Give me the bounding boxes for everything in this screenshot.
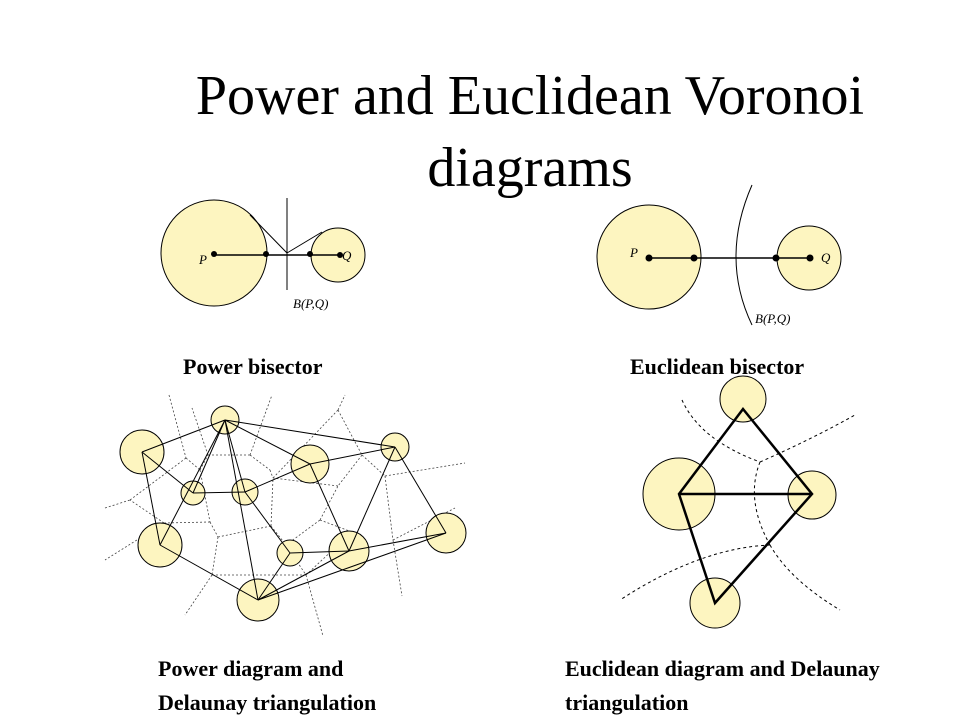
- label-p: P: [198, 252, 207, 267]
- point: [772, 254, 780, 262]
- caption-line: Delaunay triangulation: [158, 690, 377, 715]
- power-diagram-figure: [104, 394, 467, 637]
- euclidean-diagram-figure: [619, 375, 856, 629]
- point-p: [645, 254, 653, 262]
- delaunay-edges: [141, 419, 447, 601]
- tangent-line: [286, 231, 323, 254]
- caption-power-diagram: Power diagram and Delaunay triangulation: [158, 652, 376, 720]
- label-q: Q: [821, 250, 831, 265]
- point-p: [211, 251, 217, 257]
- euclidean-bisector-figure: P Q B(P,Q): [596, 184, 842, 326]
- caption-line: Power diagram and: [158, 656, 344, 681]
- caption-euclidean-diagram: Euclidean diagram and Delaunay triangula…: [565, 652, 880, 720]
- caption-euclidean-bisector: Euclidean bisector: [630, 354, 805, 379]
- point: [263, 251, 269, 257]
- label-q: Q: [342, 248, 352, 263]
- caption-line: Euclidean diagram and Delaunay: [565, 656, 880, 681]
- label-bisector: B(P,Q): [293, 296, 329, 311]
- point: [690, 254, 698, 262]
- bisector-curve: [735, 184, 753, 326]
- caption-power-bisector: Power bisector: [183, 354, 323, 379]
- power-bisector-figure: P Q B(P,Q): [160, 198, 366, 311]
- voronoi-edges: [619, 399, 856, 611]
- point-q: [337, 252, 343, 258]
- point-q: [806, 254, 814, 262]
- caption-line: triangulation: [565, 690, 689, 715]
- slide-title: Power and Euclidean Voronoi diagrams: [195, 65, 865, 199]
- label-bisector: B(P,Q): [755, 311, 791, 326]
- point: [307, 251, 313, 257]
- label-p: P: [629, 245, 638, 260]
- tangent-line: [249, 214, 288, 254]
- voronoi-edges: [104, 394, 466, 637]
- power-disks: [119, 405, 467, 622]
- delaunay-edges: [677, 406, 814, 606]
- disk: [719, 375, 767, 423]
